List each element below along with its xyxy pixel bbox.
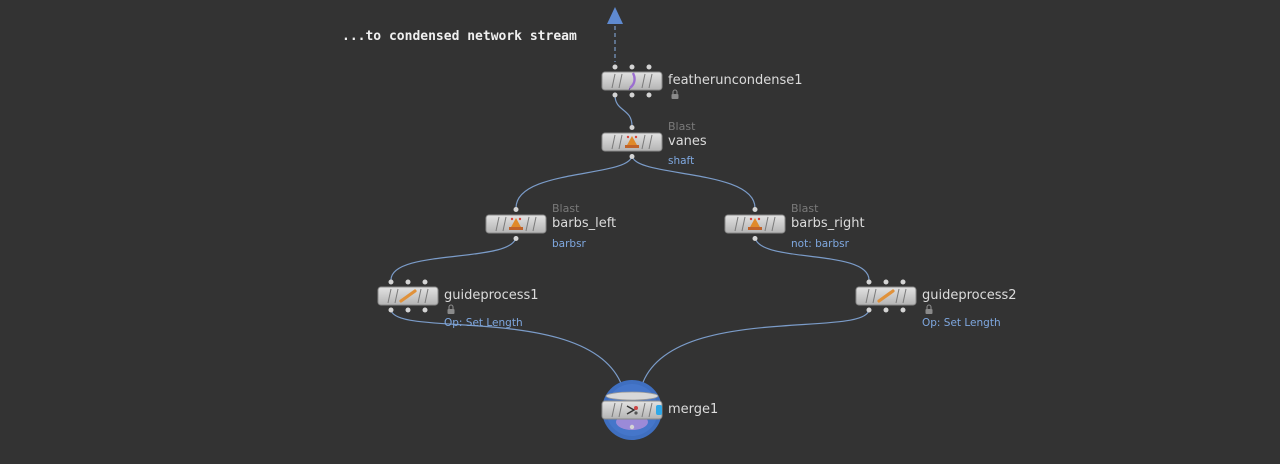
node-type-barbs-right: Blast (791, 202, 819, 215)
node-info-barbs-right: not: barbsr (791, 238, 849, 250)
node-info-barbs-left: barbsr (552, 238, 586, 250)
output-arrow-icon[interactable] (607, 7, 623, 24)
wire-guideprocess2-merge[interactable] (639, 308, 870, 393)
input-connector[interactable] (405, 279, 411, 285)
wire-vanes-barbs-left[interactable] (515, 154, 633, 209)
node-barbs-left[interactable] (485, 207, 547, 241)
input-connector[interactable] (866, 279, 872, 285)
node-info-guideprocess1: Op: Set Length (444, 317, 523, 329)
input-connector[interactable] (883, 279, 889, 285)
display-flag[interactable] (656, 405, 662, 415)
input-connector[interactable] (900, 279, 906, 285)
guide-process-icon (399, 289, 417, 303)
node-name-barbs-left[interactable]: barbs_left (552, 216, 617, 231)
node-type-vanes: Blast (668, 120, 696, 133)
wire-barbs-right-guideprocess2[interactable] (754, 235, 870, 281)
input-connector[interactable] (513, 207, 519, 212)
node-info-vanes: shaft (668, 155, 695, 167)
output-connector[interactable] (405, 307, 411, 313)
output-connector[interactable] (629, 154, 635, 159)
node-merge1[interactable] (601, 380, 663, 440)
merge-icon (626, 405, 638, 415)
input-connector[interactable] (388, 279, 394, 285)
output-connector[interactable] (422, 307, 428, 313)
node-featheruncondense1[interactable] (601, 64, 663, 98)
node-name-barbs-right[interactable]: barbs_right (791, 216, 865, 231)
input-connector[interactable] (612, 64, 618, 70)
blast-icon (748, 217, 762, 230)
wire-featheruncondense-vanes[interactable] (614, 94, 633, 127)
node-name-vanes[interactable]: vanes (668, 134, 707, 149)
output-connector[interactable] (629, 92, 635, 98)
lock-icon[interactable] (925, 304, 933, 314)
lock-icon[interactable] (447, 304, 455, 314)
node-vanes[interactable] (601, 125, 663, 159)
input-connector[interactable] (646, 64, 652, 70)
blast-icon (625, 135, 639, 148)
guide-process-icon (877, 289, 895, 303)
wire-barbs-left-guideprocess1[interactable] (390, 235, 517, 281)
output-connector[interactable] (752, 236, 758, 241)
sticky-note[interactable]: ...to condensed network stream (342, 29, 577, 44)
node-guideprocess2[interactable] (855, 279, 917, 313)
node-type-barbs-left: Blast (552, 202, 580, 215)
node-info-guideprocess2: Op: Set Length (922, 317, 1001, 329)
wires (390, 26, 870, 393)
feather-icon (628, 72, 636, 91)
output-connector[interactable] (612, 92, 618, 98)
node-name-merge1[interactable]: merge1 (668, 402, 719, 417)
node-barbs-right[interactable] (724, 207, 786, 241)
output-connector[interactable] (388, 307, 394, 313)
input-connector[interactable] (629, 125, 635, 130)
lock-icon[interactable] (671, 89, 679, 99)
node-name-guideprocess2[interactable]: guideprocess2 (922, 288, 1017, 303)
output-connector[interactable] (900, 307, 906, 313)
blast-icon (509, 217, 523, 230)
node-guideprocess1[interactable] (377, 279, 439, 313)
output-connector[interactable] (883, 307, 889, 313)
output-connector[interactable] (866, 307, 872, 313)
input-connector[interactable] (752, 207, 758, 212)
wire-vanes-barbs-right[interactable] (631, 154, 756, 209)
node-name-featheruncondense1[interactable]: featheruncondense1 (668, 73, 803, 88)
output-connector[interactable] (646, 92, 652, 98)
input-connector[interactable] (629, 64, 635, 70)
node-name-guideprocess1[interactable]: guideprocess1 (444, 288, 539, 303)
input-connector[interactable] (422, 279, 428, 285)
output-connector[interactable] (629, 424, 635, 430)
wire-guideprocess1-merge[interactable] (390, 308, 625, 393)
output-connector[interactable] (513, 236, 519, 241)
